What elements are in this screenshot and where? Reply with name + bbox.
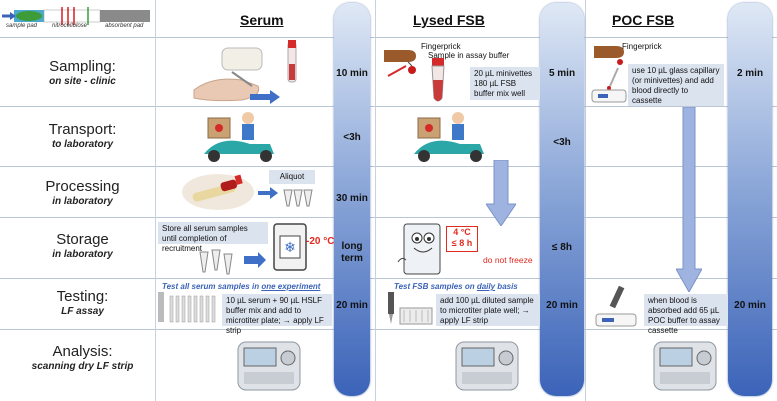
poc-time-sampling: 2 min <box>736 68 764 79</box>
poc-capillary-cassette-icon <box>590 66 628 106</box>
row-divider <box>0 166 777 167</box>
lysed-fingerprick-label: Fingerprick <box>421 42 461 51</box>
serum-timeline-bar <box>334 3 370 396</box>
row-header-testing: Testing: LF assay <box>10 288 155 317</box>
lysed-courier-scooter-illustration <box>410 110 500 164</box>
row-divider <box>0 329 777 330</box>
strip-label-nitrocellulose: nitrocellulose <box>52 23 88 29</box>
row-subtitle: in laboratory <box>52 249 113 260</box>
row-subtitle: on site - clinic <box>49 76 116 87</box>
row-title: Analysis: <box>52 343 113 360</box>
lysed-sample-tube-icon <box>428 58 448 104</box>
row-title: Testing: <box>56 288 109 305</box>
serum-test-heading: Test all serum samples in one experiment <box>158 280 333 292</box>
svg-text:❄: ❄ <box>284 240 296 256</box>
row-subtitle: LF assay <box>61 306 104 317</box>
fsb-test-note: add 100 µL diluted sample to microtiter … <box>436 294 540 326</box>
sample-in-assay-buffer-label: Sample in assay buffer <box>428 51 510 60</box>
row-subtitle: to laboratory <box>51 139 114 150</box>
aliquot-label: Aliquot <box>269 170 315 184</box>
serum-test-heading-b: one experiment <box>261 282 321 291</box>
serum-aliquot-arrow <box>258 186 278 199</box>
row-header-processing: Processing in laboratory <box>10 178 155 207</box>
poc-time-testing: 20 min <box>734 300 766 311</box>
row-title: Storage <box>56 231 109 248</box>
freezer-icon: ❄ <box>272 222 308 272</box>
fsb-storage-temp-1: 4 °C <box>453 227 471 237</box>
poc-lf-reader-device <box>652 336 718 394</box>
poc-fsb-timeline-bar <box>728 3 772 396</box>
fridge-character-icon <box>396 222 448 276</box>
row-divider <box>0 37 777 38</box>
aliquot-tubes-icon <box>282 186 314 212</box>
serum-time-storage-term: term <box>341 253 363 264</box>
lysed-lf-reader-device <box>454 336 520 394</box>
row-header-sampling: Sampling: on site - clinic <box>10 58 155 87</box>
serum-test-heading-a: Test all serum samples in <box>162 282 262 291</box>
row-title: Processing <box>45 178 120 195</box>
column-divider <box>585 0 586 401</box>
fsb-storage-temp-box: 4 °C ≤ 8 h <box>446 226 478 252</box>
poc-fingerprick-hand-icon <box>592 40 628 66</box>
serum-storage-note: Store all serum samples until completion… <box>158 222 268 253</box>
lf-strip-diagram: sample pad nitrocellulose absorbent pad <box>2 4 152 32</box>
row-divider <box>0 106 777 107</box>
do-not-freeze-label: do not freeze <box>483 255 533 265</box>
serum-lf-reader-device <box>236 336 302 394</box>
row-title: Transport: <box>48 121 117 138</box>
poc-pipette-cassette-illustration <box>592 285 640 328</box>
strip-label-sample-pad: sample pad <box>6 23 38 29</box>
lysed-sampling-note: 20 µL minivettes 180 µL FSB buffer mix w… <box>470 67 540 100</box>
serum-time-testing: 20 min <box>336 300 368 311</box>
poc-flow-arrow <box>675 106 703 294</box>
poc-fingerprick-label: Fingerprick <box>622 42 662 51</box>
serum-test-note: 10 µL serum + 90 µL HSLF buffer mix and … <box>222 294 332 335</box>
row-header-transport: Transport: to laboratory <box>10 121 155 150</box>
serum-centrifuge-tube-illustration <box>178 170 258 214</box>
lysed-fsb-timeline-bar <box>540 3 584 396</box>
column-divider <box>375 0 376 401</box>
poc-test-note: when blood is absorbed add 65 µL POC buf… <box>644 294 728 335</box>
lysed-fingerprick-hand-icon <box>382 40 422 80</box>
lysed-time-sampling: 5 min <box>548 68 576 79</box>
column-header-poc-fsb: POC FSB <box>612 12 675 28</box>
row-title: Sampling: <box>49 58 116 75</box>
row-divider <box>0 217 777 218</box>
row-subtitle: in laboratory <box>52 196 113 207</box>
column-header-serum: Serum <box>240 12 284 28</box>
lysed-time-transport: <3h <box>553 137 571 148</box>
fsb-test-heading-a: Test FSB samples on <box>394 282 477 291</box>
microtiter-plate-strips-illustration <box>158 292 220 326</box>
serum-blood-draw-illustration <box>192 40 322 104</box>
lysed-flow-arrow <box>485 159 517 227</box>
strip-label-absorbent-pad: absorbent pad <box>105 23 144 29</box>
poc-sampling-note: use 10 µL glass capillary (or minivettes… <box>628 64 724 106</box>
fsb-test-heading: Test FSB samples on daily basis <box>390 280 540 292</box>
serum-storage-temp: -20 °C <box>306 236 335 247</box>
pipette-plate-illustration <box>386 292 434 326</box>
serum-time-sampling: 10 min <box>336 68 368 79</box>
serum-time-storage-long: long <box>341 241 363 252</box>
row-divider <box>0 278 777 279</box>
column-header-lysed-fsb: Lysed FSB <box>413 12 485 28</box>
row-subtitle: scanning dry LF strip <box>31 361 134 372</box>
fsb-test-heading-b: daily <box>476 282 496 291</box>
serum-time-processing: 30 min <box>336 193 368 204</box>
fsb-test-heading-c: basis <box>495 282 518 291</box>
row-header-analysis: Analysis: scanning dry LF strip <box>10 343 155 372</box>
fsb-storage-temp-2: ≤ 8 h <box>451 238 473 248</box>
serum-tubes-rack-icon <box>196 248 268 276</box>
lysed-time-storage: ≤ 8h <box>552 242 572 253</box>
row-header-storage: Storage in laboratory <box>10 231 155 260</box>
serum-courier-scooter-illustration <box>200 110 290 164</box>
lysed-time-testing: 20 min <box>546 300 578 311</box>
column-divider <box>155 0 156 401</box>
serum-time-transport: <3h <box>343 132 361 143</box>
